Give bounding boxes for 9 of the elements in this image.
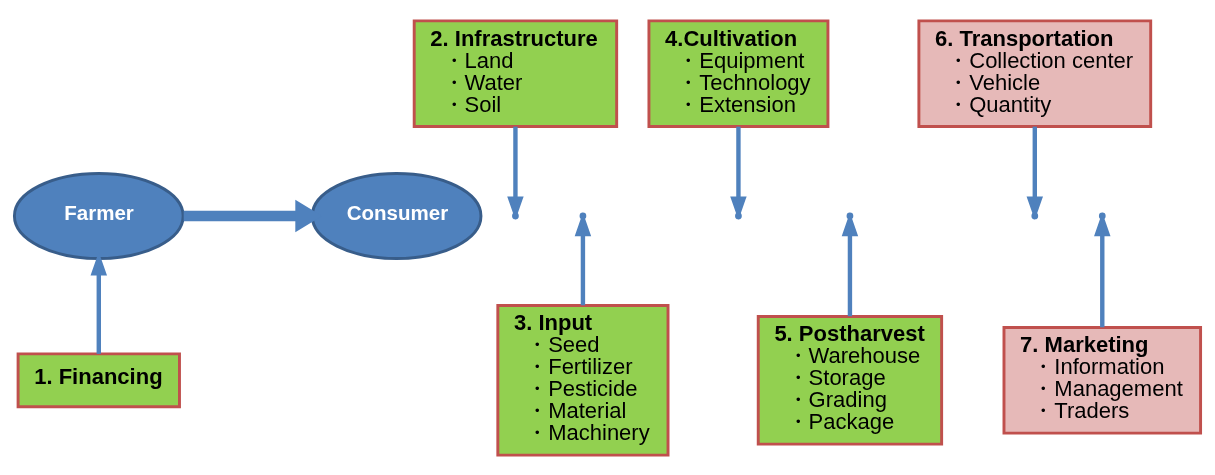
node-box: 1. Financing: [16, 351, 181, 408]
node-box: 4.Cultivation ・Equipment ・Technology ・Extension: [647, 18, 830, 128]
node-box: 7. Marketing ・Information ・Management ・Traders: [1002, 325, 1203, 435]
node-box: 3. Input ・Seed ・Fertilizer ・Pesticide ・Material ・Machinery: [496, 303, 670, 457]
node-box: 6. Transportation ・Collection center ・Vehicle ・Quantity: [917, 18, 1153, 128]
node-ellipse: Consumer: [310, 171, 483, 260]
node-box: 5. Postharvest ・Warehouse ・Storage ・Grading ・Package: [756, 314, 944, 446]
node-box: 2. Infrastructure ・Land ・Water ・Soil: [412, 18, 619, 128]
node-ellipse: Farmer: [12, 171, 185, 260]
